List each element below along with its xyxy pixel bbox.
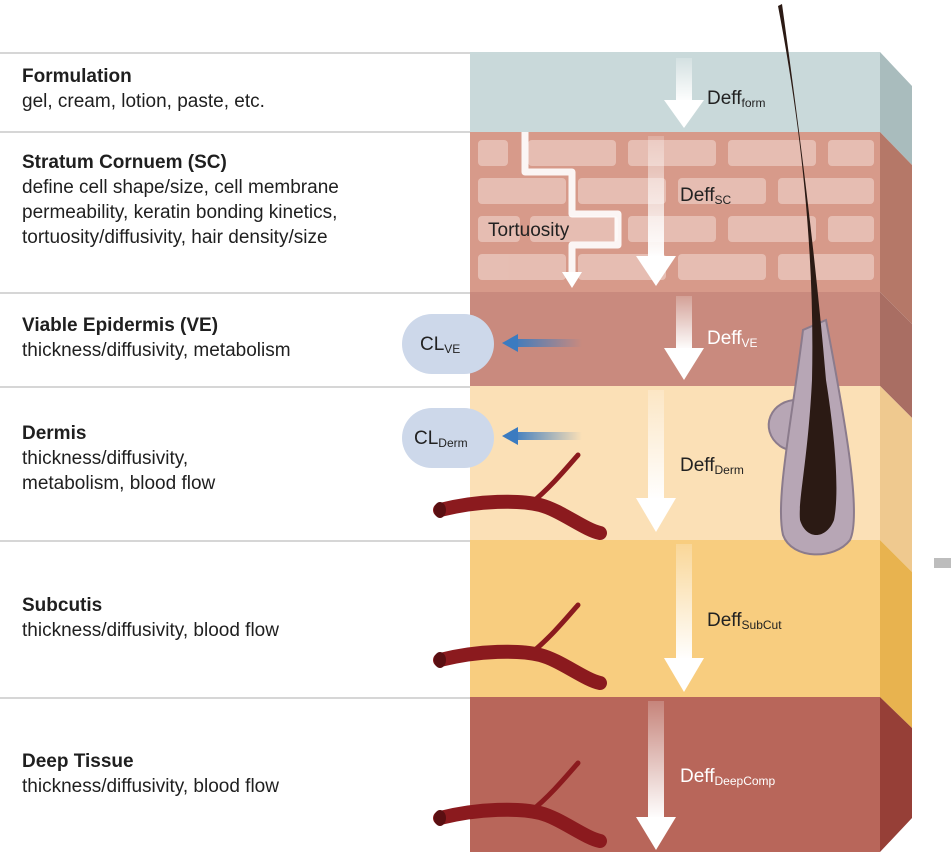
arrow-subcut: [664, 544, 704, 692]
deff-deep-label: DeffDeepComp: [680, 766, 776, 788]
stratum-cornuem-bricks: [478, 140, 874, 280]
arrow-deep: [636, 701, 676, 850]
deff-ve-label: DeffVE: [707, 328, 758, 350]
stratum-cornuem-desc-line-1: define cell shape/size, cell membrane: [22, 175, 462, 200]
front-stratum-cornuem: [470, 132, 880, 292]
side-formulation: [880, 52, 912, 165]
side-subcutis: [880, 540, 912, 728]
block-front-faces: [470, 52, 880, 852]
divider-dermis: [0, 386, 470, 388]
front-subcutis: [470, 540, 880, 697]
follicle-sheath: [781, 320, 854, 554]
formulation-desc: gel, cream, lotion, paste, etc.: [22, 89, 462, 114]
arrow-form: [664, 58, 704, 128]
deep-tissue-title: Deep Tissue: [22, 749, 462, 774]
side-stratum-cornuem: [880, 132, 912, 324]
block-side-faces: [880, 52, 912, 852]
deep-tissue-label: Deep Tissue thickness/diffusivity, blood…: [22, 749, 462, 799]
front-viable-epidermis: [470, 292, 880, 386]
follicle-bulb-side: [769, 400, 812, 450]
side-dermis: [880, 386, 912, 572]
front-dermis: [470, 386, 880, 540]
front-formulation: [470, 52, 880, 132]
deff-subcut-label: DeffSubCut: [707, 610, 782, 632]
deff-form-label: Deffform: [707, 88, 766, 110]
arrow-derm: [636, 390, 676, 532]
arrow-sc: [636, 136, 676, 286]
divider-ve: [0, 292, 470, 294]
divider-subcutis: [0, 540, 470, 542]
viable-epidermis-label: Viable Epidermis (VE) thickness/diffusiv…: [22, 313, 462, 363]
tortuosity-path: [525, 132, 618, 282]
viable-epidermis-desc: thickness/diffusivity, metabolism: [22, 338, 462, 363]
front-deep-tissue: [470, 697, 880, 852]
deff-derm-label: DeffDerm: [680, 455, 744, 477]
stratum-cornuem-desc-line-3: tortuosity/diffusivity, hair density/siz…: [22, 225, 462, 250]
subcutis-label: Subcutis thickness/diffusivity, blood fl…: [22, 593, 462, 643]
diffusion-arrows: [636, 58, 704, 850]
deff-labels: Deffform DeffSC DeffVE DeffDerm DeffSubC…: [680, 88, 782, 788]
side-deep-tissue: [880, 697, 912, 852]
subcutis-desc: thickness/diffusivity, blood flow: [22, 618, 462, 643]
viable-epidermis-title: Viable Epidermis (VE): [22, 313, 462, 338]
clearance-derm-arrowhead: [502, 427, 518, 445]
arrow-ve: [664, 296, 704, 380]
dermis-title: Dermis: [22, 421, 462, 446]
hair-shaft: [778, 4, 836, 535]
dermis-desc-line-2: metabolism, blood flow: [22, 471, 462, 496]
formulation-title: Formulation: [22, 64, 462, 89]
deep-tissue-desc: thickness/diffusivity, blood flow: [22, 774, 462, 799]
tortuosity-label: Tortuosity: [488, 220, 570, 241]
hair-follicle: [769, 4, 854, 554]
dermis-desc-line-1: thickness/diffusivity,: [22, 446, 462, 471]
stratum-cornuem-label: Stratum Cornuem (SC) define cell shape/s…: [22, 150, 462, 250]
edge-marker: [934, 558, 951, 568]
divider-sc: [0, 131, 470, 133]
divider-deep: [0, 697, 470, 699]
side-viable-epidermis: [880, 292, 912, 418]
tortuosity-arrowhead: [562, 272, 582, 288]
stratum-cornuem-desc-line-2: permeability, keratin bonding kinetics,: [22, 200, 462, 225]
formulation-label: Formulation gel, cream, lotion, paste, e…: [22, 64, 462, 114]
divider-top: [0, 52, 470, 54]
subcutis-title: Subcutis: [22, 593, 462, 618]
deff-sc-label: DeffSC: [680, 185, 732, 207]
clearance-ve-arrowhead: [502, 334, 518, 352]
dermis-label: Dermis thickness/diffusivity, metabolism…: [22, 421, 462, 496]
stratum-cornuem-title: Stratum Cornuem (SC): [22, 150, 462, 175]
